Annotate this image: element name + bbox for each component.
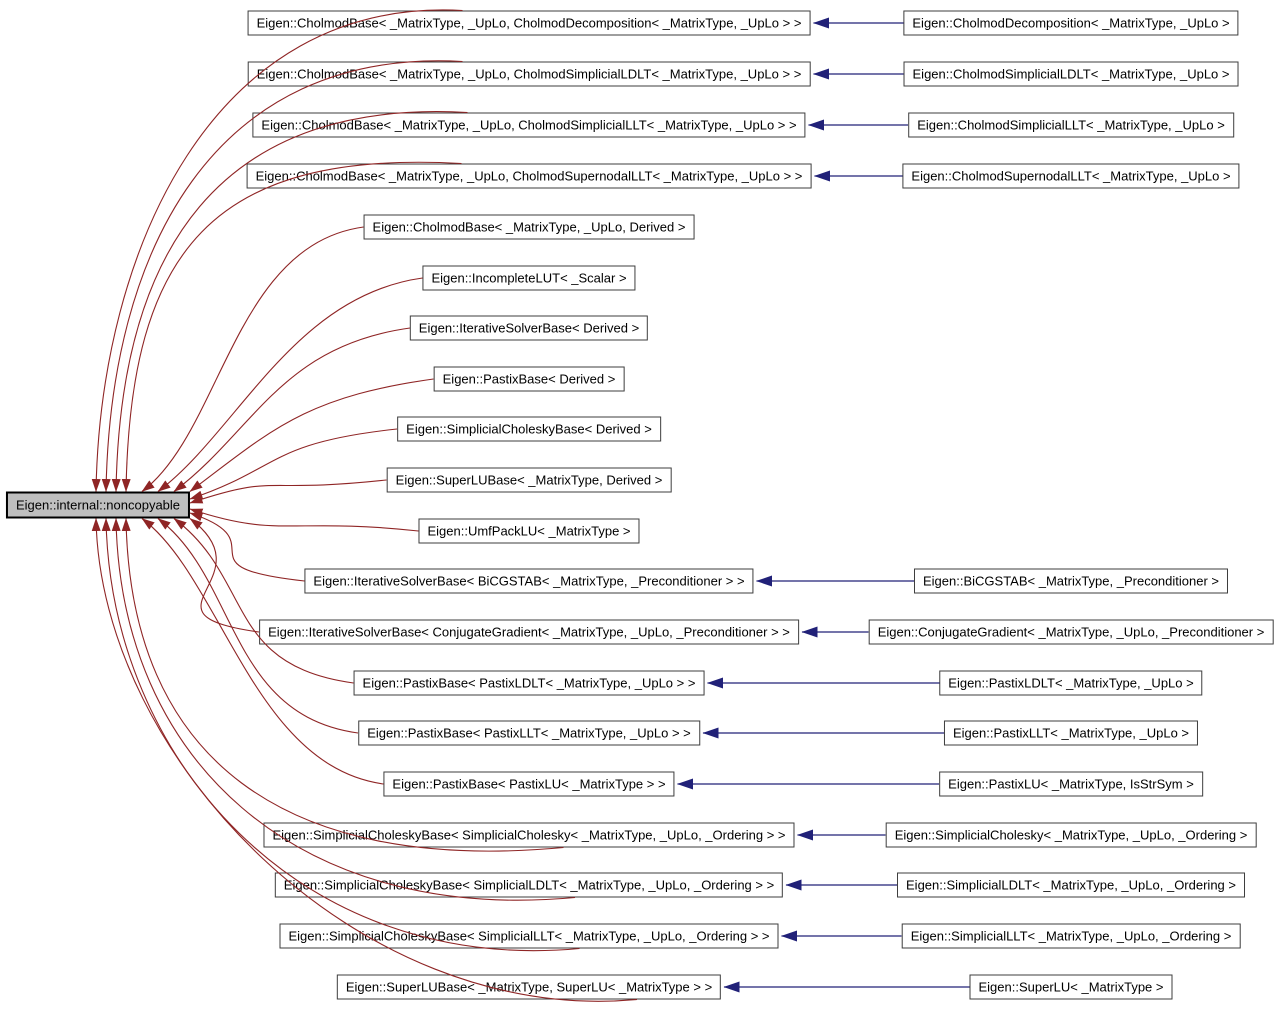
class-node[interactable]: Eigen::PastixLU< _MatrixType, IsStrSym > [939, 771, 1203, 797]
class-node[interactable]: Eigen::SimplicialCholeskyBase< Simplicia… [263, 822, 795, 848]
class-node[interactable]: Eigen::SimplicialLDLT< _MatrixType, _UpL… [897, 872, 1245, 898]
private-inheritance-edge [141, 518, 384, 785]
class-node[interactable]: Eigen::SuperLU< _MatrixType > [969, 974, 1173, 1000]
class-node[interactable]: Eigen::IterativeSolverBase< BiCGSTAB< _M… [304, 568, 754, 594]
class-node[interactable]: Eigen::PastixLLT< _MatrixType, _UpLo > [943, 720, 1199, 746]
class-node[interactable]: Eigen::CholmodSimplicialLLT< _MatrixType… [908, 112, 1234, 138]
class-node[interactable]: Eigen::PastixBase< PastixLU< _MatrixType… [383, 771, 675, 797]
class-node[interactable]: Eigen::PastixBase< PastixLDLT< _MatrixTy… [353, 670, 705, 696]
private-inheritance-edge [189, 428, 398, 500]
class-node[interactable]: Eigen::CholmodBase< _MatrixType, _UpLo, … [252, 112, 806, 138]
class-node[interactable]: Eigen::CholmodSupernodalLLT< _MatrixType… [902, 163, 1240, 189]
private-inheritance-edge [189, 479, 387, 504]
private-inheritance-edge [173, 518, 354, 684]
class-node[interactable]: Eigen::SimplicialCholeskyBase< Simplicia… [279, 923, 779, 949]
root-class-node: Eigen::internal::noncopyable [5, 491, 191, 519]
private-inheritance-edge [141, 226, 364, 492]
private-inheritance-edge [173, 327, 411, 492]
class-node[interactable]: Eigen::CholmodBase< _MatrixType, _UpLo, … [247, 10, 811, 36]
class-node[interactable]: Eigen::SimplicialLLT< _MatrixType, _UpLo… [901, 923, 1241, 949]
private-inheritance-edge [189, 508, 419, 532]
class-node[interactable]: Eigen::BiCGSTAB< _MatrixType, _Precondit… [913, 568, 1229, 594]
private-inheritance-edge [189, 512, 305, 582]
class-node[interactable]: Eigen::CholmodDecomposition< _MatrixType… [903, 10, 1239, 36]
class-node[interactable]: Eigen::PastixBase< Derived > [433, 366, 625, 392]
class-node[interactable]: Eigen::SimplicialCholeskyBase< Derived > [397, 416, 661, 442]
class-node[interactable]: Eigen::IterativeSolverBase< Derived > [409, 315, 649, 341]
private-inheritance-edge [157, 277, 423, 492]
class-node[interactable]: Eigen::SuperLUBase< _MatrixType, Derived… [386, 467, 672, 493]
class-node[interactable]: Eigen::SuperLUBase< _MatrixType, SuperLU… [336, 974, 722, 1000]
class-node[interactable]: Eigen::CholmodBase< _MatrixType, _UpLo, … [246, 163, 812, 189]
class-node[interactable]: Eigen::IncompleteLUT< _Scalar > [422, 265, 636, 291]
class-node[interactable]: Eigen::CholmodSimplicialLDLT< _MatrixTyp… [903, 61, 1239, 87]
private-inheritance-edge [189, 518, 260, 633]
class-node[interactable]: Eigen::UmfPackLU< _MatrixType > [418, 518, 640, 544]
class-node[interactable]: Eigen::CholmodBase< _MatrixType, _UpLo, … [247, 61, 811, 87]
class-node[interactable]: Eigen::PastixLDLT< _MatrixType, _UpLo > [939, 670, 1203, 696]
class-node[interactable]: Eigen::IterativeSolverBase< ConjugateGra… [259, 619, 799, 645]
class-node[interactable]: Eigen::SimplicialCholeskyBase< Simplicia… [274, 872, 784, 898]
class-node[interactable]: Eigen::ConjugateGradient< _MatrixType, _… [868, 619, 1274, 645]
class-node[interactable]: Eigen::CholmodBase< _MatrixType, _UpLo, … [363, 214, 695, 240]
class-node[interactable]: Eigen::SimplicialCholesky< _MatrixType, … [885, 822, 1257, 848]
class-node[interactable]: Eigen::PastixBase< PastixLLT< _MatrixTyp… [358, 720, 700, 746]
